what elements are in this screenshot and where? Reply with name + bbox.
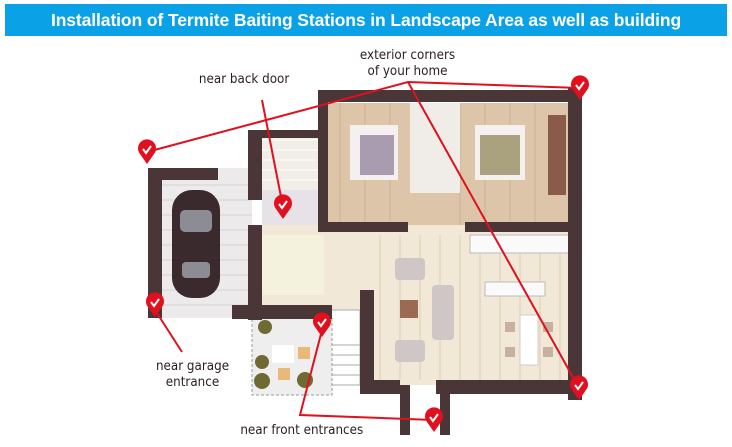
check-pin-icon bbox=[313, 312, 332, 337]
check-pin-icon bbox=[425, 407, 443, 432]
label-exterior-corners: exterior corners of your home bbox=[355, 48, 461, 80]
check-pin-icon bbox=[570, 75, 589, 100]
check-pin-icon bbox=[570, 375, 588, 400]
title: Installation of Termite Baiting Stations… bbox=[50, 9, 682, 30]
check-pin-icon bbox=[137, 139, 156, 164]
check-pin-icon bbox=[273, 194, 292, 219]
label-front-entrances: near front entrances bbox=[240, 423, 364, 438]
label-back-door: near back door bbox=[198, 72, 290, 87]
pointer-lines bbox=[146, 80, 581, 421]
car-icon bbox=[172, 190, 220, 298]
label-line: near garage bbox=[155, 359, 230, 374]
label-line: entrance bbox=[165, 375, 220, 390]
label-line: of your home bbox=[367, 64, 448, 79]
check-pin-icon bbox=[146, 292, 164, 317]
label-line: exterior corners bbox=[359, 48, 456, 63]
label-garage: near garage entrance bbox=[149, 359, 236, 391]
title-bar: Installation of Termite Baiting Stations… bbox=[5, 4, 727, 36]
walls bbox=[148, 88, 582, 435]
